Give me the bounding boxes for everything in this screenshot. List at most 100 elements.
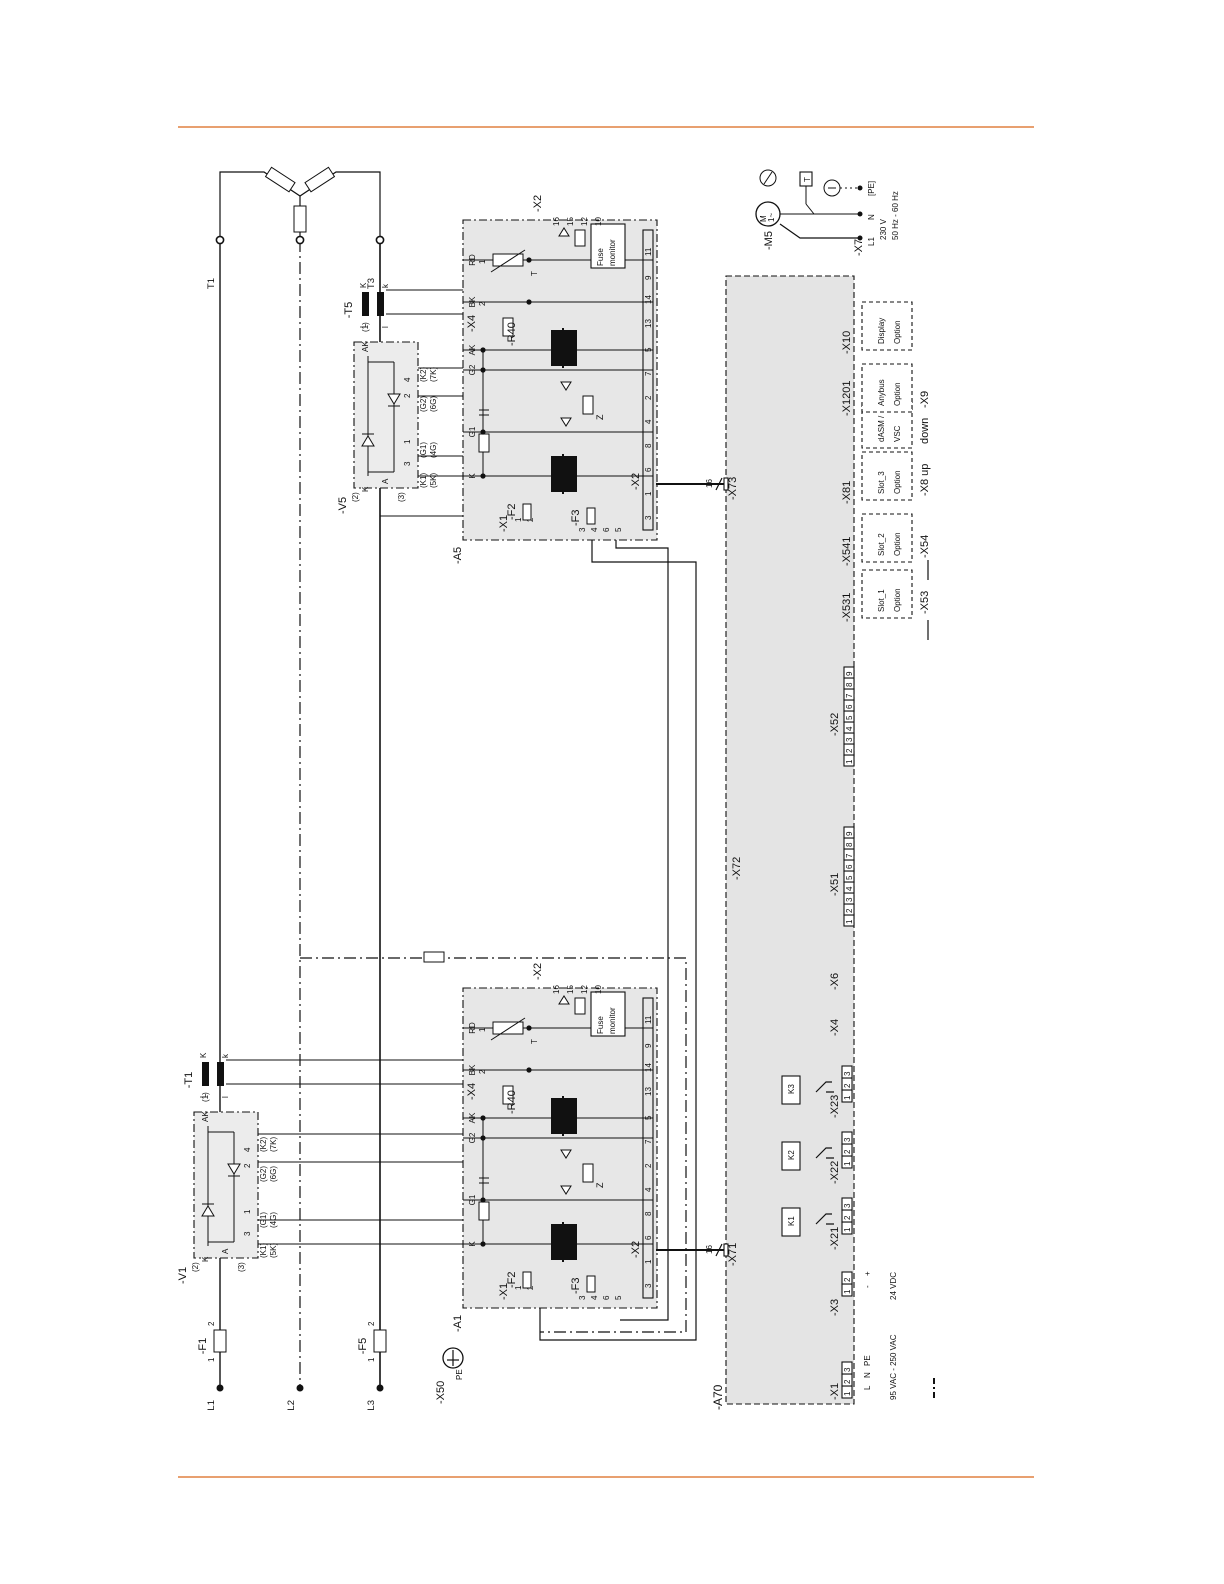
relay-contact-icon <box>815 1213 834 1225</box>
pin-label: 1 <box>478 259 487 264</box>
a1-fuse-monitor-label: Fuse <box>596 1016 605 1034</box>
a5-x4-label: -X4 <box>466 315 478 332</box>
pin-label: (K2) <box>419 367 428 382</box>
motor-terminal <box>375 235 385 245</box>
fuse-f5 <box>373 1329 387 1353</box>
x3-signal: - <box>863 1285 872 1288</box>
pin-label: 1 <box>514 1285 523 1290</box>
terminal-label-t1: T1 <box>206 278 217 289</box>
fuse-pin: 2 <box>367 1321 376 1326</box>
x1-signal: L <box>863 1385 872 1390</box>
option-slot-text: Slot_3 <box>877 471 886 494</box>
a5-fuse-monitor-label: Fuse <box>596 248 605 266</box>
pin-label: L <box>359 323 368 328</box>
pin-label: 2 <box>478 1069 487 1074</box>
pin-label: (7K) <box>269 1137 278 1152</box>
option-slot-ref: -X541 <box>841 537 853 566</box>
pin-label: 2 <box>478 301 487 306</box>
fuse-f5-label: -F5 <box>357 1338 369 1355</box>
a5-board-label: -A5 <box>452 547 464 564</box>
pin-label: 4 <box>243 1147 252 1152</box>
resistor-icon <box>574 997 586 1015</box>
relay-contact-icon <box>815 1147 834 1159</box>
option-slot-connector: -X53 <box>919 591 931 614</box>
a1-x1-label: -X1 <box>498 1283 510 1300</box>
pin-label: 1 <box>514 517 523 522</box>
a5-f2-fuse <box>522 503 532 521</box>
a1-pin-strip <box>642 997 654 1299</box>
x52-pin: 8 <box>845 682 854 687</box>
pin-label: K <box>359 282 368 288</box>
x3-voltage: 24 VDC <box>889 1272 898 1300</box>
relay-k1-pin-box <box>841 1197 853 1211</box>
relay-k2-pin: 2 <box>843 1149 852 1154</box>
a5-x2b-label: -X2 <box>630 473 642 490</box>
pin-label: 4 <box>590 1295 599 1300</box>
junction-dot <box>480 1115 486 1121</box>
pin-label: 2 <box>243 1163 252 1168</box>
a70-x6-label: -X6 <box>829 973 841 990</box>
pin-label: 10 <box>594 985 603 994</box>
option-slot-connector: -X54 <box>919 535 931 558</box>
option-slot-box <box>861 513 913 563</box>
thermostat-label: T <box>803 177 812 182</box>
x1-connector-label: -X1 <box>829 1383 841 1400</box>
a70-board-label: -A70 <box>711 1384 725 1410</box>
pin-label: (3) <box>237 1262 246 1272</box>
sense-wire <box>539 540 697 1341</box>
v5-module-label: -V5 <box>337 497 349 514</box>
v5-ct-label: -T5 <box>343 302 355 319</box>
header-rule <box>178 126 1034 128</box>
option-slot-connector: -X8 up <box>919 464 931 496</box>
x52-pin: 9 <box>845 671 854 676</box>
pin-label: A <box>381 478 390 484</box>
option-slot-text: Option <box>893 532 902 556</box>
option-slot-text: Slot_1 <box>877 589 886 612</box>
pin-label: AK <box>201 1111 210 1122</box>
a5-f2-label: -F2 <box>506 504 518 521</box>
a1-board-label: -A1 <box>452 1315 464 1332</box>
x51-pin: 4 <box>845 886 854 891</box>
pin-label: 16 <box>705 1245 714 1254</box>
pin-label: (4G) <box>429 442 438 458</box>
x1-signal: PE <box>863 1355 872 1366</box>
x51-pin: 3 <box>845 897 854 902</box>
ribbon-slash <box>715 477 723 491</box>
x3-pin-box <box>841 1271 853 1285</box>
thyristor-icon <box>387 393 401 405</box>
pin-label: (7K) <box>429 367 438 382</box>
x51-pin: 9 <box>845 831 854 836</box>
x1-pin: 3 <box>843 1367 852 1372</box>
a1-f2-fuse <box>522 1271 532 1289</box>
x51-pin: 2 <box>845 908 854 913</box>
option-slot-connector: -X9 <box>919 391 931 408</box>
a1-f3-fuse <box>586 1275 596 1293</box>
pin-label: (2) <box>191 1262 200 1272</box>
l2-fuse <box>423 951 445 963</box>
pin-label: K <box>199 1052 208 1058</box>
a5-fuse-monitor-label: monitor <box>608 239 617 266</box>
fan-supply: 50 Hz - 60 Hz <box>891 191 900 240</box>
v5-ct-core <box>362 292 369 316</box>
x3-signal: + <box>863 1271 872 1276</box>
option-slot-text: Display <box>877 318 886 344</box>
a5-fuse-monitor-box <box>590 223 626 269</box>
pin-label: Z <box>595 414 605 420</box>
x52-pin: 3 <box>845 737 854 742</box>
x51-label: -X51 <box>829 873 841 896</box>
motor-terminal <box>295 235 305 245</box>
dash-wire <box>300 957 687 1333</box>
led-icon <box>560 1185 572 1195</box>
pin-label: 3 <box>644 515 653 520</box>
pin-label: 5 <box>614 527 623 532</box>
x52-pin: 2 <box>845 748 854 753</box>
pin-label: 5 <box>644 347 653 352</box>
relay-k1-pin: 1 <box>843 1227 852 1232</box>
pin-label: (1) <box>361 322 370 332</box>
fuse-pin: 1 <box>207 1357 216 1362</box>
thyristor-icon <box>201 1205 215 1217</box>
v5-module-box <box>353 341 419 489</box>
pin-label: 6 <box>602 1295 611 1300</box>
option-slot-text: Anybus <box>877 379 886 406</box>
relay-k2-pin-box <box>841 1131 853 1145</box>
